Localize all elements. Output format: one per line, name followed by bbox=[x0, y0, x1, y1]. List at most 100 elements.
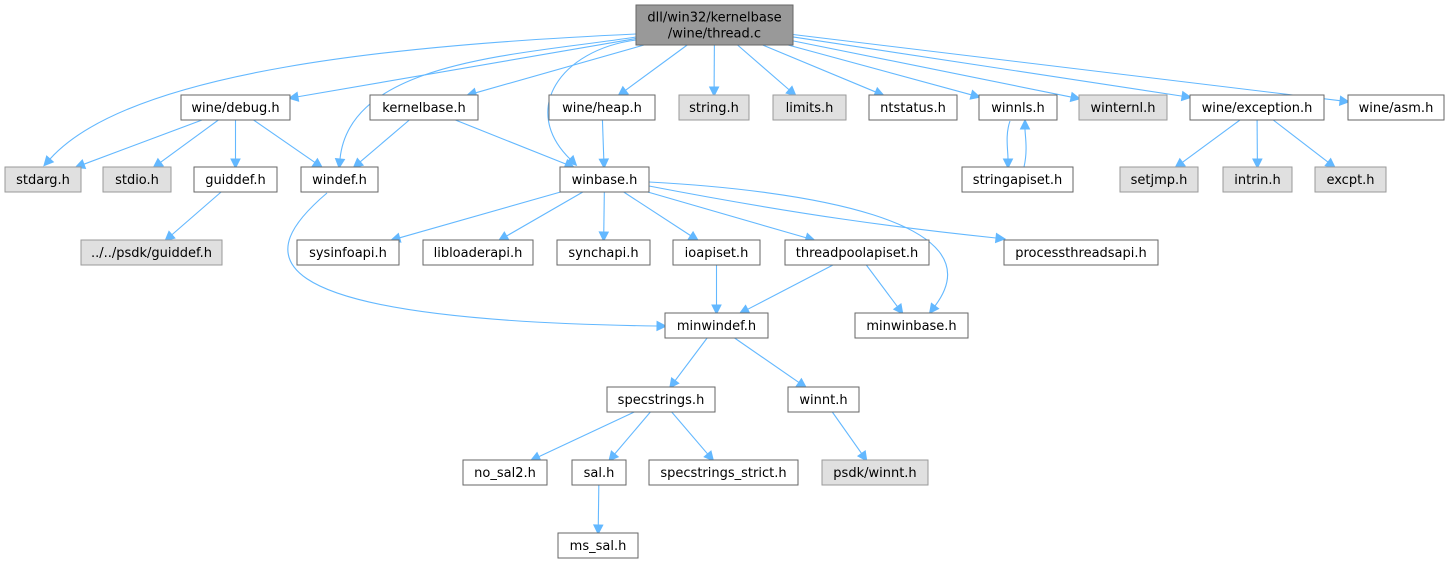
node-box bbox=[548, 94, 656, 121]
node-sal[interactable]: sal.h bbox=[571, 459, 627, 486]
node-stdio[interactable]: stdio.h bbox=[102, 166, 172, 193]
node-box bbox=[571, 459, 627, 486]
arrowhead-icon bbox=[287, 91, 300, 102]
node-wine-exception[interactable]: wine/exception.h bbox=[1189, 94, 1325, 121]
arrowhead-icon bbox=[738, 304, 751, 314]
edge-wine_exception-to-intrin bbox=[1252, 119, 1263, 170]
node-label: stringapiset.h bbox=[973, 173, 1062, 188]
node-wine-debug[interactable]: wine/debug.h bbox=[180, 94, 291, 121]
edge-guiddef-to-psdk_guiddef bbox=[164, 191, 222, 242]
node-specstrings[interactable]: specstrings.h bbox=[606, 386, 716, 413]
node-label: wine/debug.h bbox=[191, 101, 279, 116]
edge-stringapiset-to-winnls bbox=[1019, 118, 1031, 168]
node-winbase[interactable]: winbase.h bbox=[559, 166, 650, 193]
arrowhead-icon bbox=[43, 155, 55, 167]
node-excpt[interactable]: excpt.h bbox=[1314, 166, 1387, 193]
node-box bbox=[559, 166, 650, 193]
node-intrin[interactable]: intrin.h bbox=[1222, 166, 1293, 193]
edge-line bbox=[647, 191, 807, 239]
edge-winbase-to-minwinbase bbox=[648, 181, 949, 315]
edge-line bbox=[506, 191, 584, 237]
edge-kernelbase-to-winbase bbox=[455, 119, 576, 169]
node-libloaderapi[interactable]: libloaderapi.h bbox=[422, 239, 534, 266]
edge-line bbox=[297, 37, 637, 98]
node-label: minwindef.h bbox=[677, 319, 756, 334]
arrowhead-icon bbox=[669, 377, 680, 389]
edge-root-to-wine_asm bbox=[792, 33, 1351, 106]
edge-wine_debug-to-stdio bbox=[152, 119, 219, 169]
node-winnt[interactable]: winnt.h bbox=[787, 386, 860, 413]
node-wine-heap[interactable]: wine/heap.h bbox=[548, 94, 656, 121]
node-threadpoolapiset[interactable]: threadpoolapiset.h bbox=[784, 239, 930, 266]
node-winternl[interactable]: winternl.h bbox=[1078, 94, 1168, 121]
node-stringapiset[interactable]: stringapiset.h bbox=[961, 166, 1074, 193]
node-psdk-winnt[interactable]: psdk/winnt.h bbox=[821, 459, 929, 486]
arrowhead-icon bbox=[230, 158, 241, 170]
edge-line bbox=[625, 44, 688, 91]
node-label: stdarg.h bbox=[16, 173, 70, 188]
edge-line bbox=[792, 33, 1341, 102]
node-root[interactable]: dll/win32/kernelbase/wine/thread.c bbox=[635, 4, 794, 46]
node-winnls[interactable]: winnls.h bbox=[978, 94, 1058, 121]
edge-winbase-to-sysinfoapi bbox=[389, 191, 561, 243]
edge-sal-to-ms_sal bbox=[592, 484, 604, 536]
node-label: sysinfoapi.h bbox=[309, 246, 387, 261]
node-box bbox=[772, 94, 847, 121]
node-wine-asm[interactable]: wine/asm.h bbox=[1347, 94, 1445, 121]
edge-line bbox=[792, 36, 1183, 97]
edge-line bbox=[49, 33, 637, 160]
node-limits[interactable]: limits.h bbox=[772, 94, 847, 121]
arrowhead-icon bbox=[703, 450, 715, 462]
edge-line bbox=[287, 192, 658, 327]
node-psdk-guiddef[interactable]: ../../psdk/guiddef.h bbox=[80, 239, 223, 266]
edge-line bbox=[603, 191, 605, 233]
node-minwinbase[interactable]: minwinbase.h bbox=[854, 312, 969, 339]
node-minwindef[interactable]: minwindef.h bbox=[664, 312, 769, 339]
node-guiddef[interactable]: guiddef.h bbox=[193, 166, 278, 193]
node-label: libloaderapi.h bbox=[434, 246, 523, 261]
edge-line bbox=[648, 181, 949, 307]
node-processthreadsapi[interactable]: processthreadsapi.h bbox=[1003, 239, 1159, 266]
arrowhead-icon bbox=[656, 320, 668, 332]
node-label: stdio.h bbox=[115, 173, 159, 188]
node-box bbox=[1003, 239, 1159, 266]
node-stdarg[interactable]: stdarg.h bbox=[4, 166, 82, 193]
node-setjmp[interactable]: setjmp.h bbox=[1119, 166, 1199, 193]
node-specstrings-strict[interactable]: specstrings_strict.h bbox=[648, 459, 799, 486]
arrowhead-icon bbox=[708, 86, 720, 98]
node-box bbox=[635, 4, 794, 46]
edge-line bbox=[83, 119, 203, 165]
arrowhead-icon bbox=[1252, 158, 1263, 170]
node-windef[interactable]: windef.h bbox=[300, 166, 379, 193]
node-label: kernelbase.h bbox=[382, 101, 465, 116]
node-box bbox=[102, 166, 172, 193]
arrowhead-icon bbox=[785, 85, 797, 97]
node-box bbox=[422, 239, 534, 266]
node-box bbox=[868, 94, 958, 121]
edge-root-to-ntstatus bbox=[762, 44, 885, 97]
edge-windef-to-minwindef bbox=[287, 192, 668, 332]
arrowhead-icon bbox=[598, 231, 610, 243]
node-ntstatus[interactable]: ntstatus.h bbox=[868, 94, 958, 121]
arrowhead-icon bbox=[164, 230, 176, 242]
edge-line bbox=[648, 185, 997, 239]
node-box bbox=[180, 94, 291, 121]
node-no-sal2[interactable]: no_sal2.h bbox=[462, 459, 548, 486]
node-kernelbase[interactable]: kernelbase.h bbox=[369, 94, 479, 121]
node-label: winbase.h bbox=[572, 173, 638, 188]
node-string[interactable]: string.h bbox=[678, 94, 750, 121]
arrowhead-icon bbox=[994, 232, 1007, 244]
node-box bbox=[961, 166, 1074, 193]
node-sysinfoapi[interactable]: sysinfoapi.h bbox=[296, 239, 400, 266]
node-ms-sal[interactable]: ms_sal.h bbox=[557, 532, 639, 559]
node-label: winnt.h bbox=[799, 393, 847, 408]
node-synchapi[interactable]: synchapi.h bbox=[556, 239, 651, 266]
edge-line bbox=[762, 44, 876, 93]
node-label: excpt.h bbox=[1326, 173, 1374, 188]
edge-line bbox=[831, 411, 863, 454]
node-box bbox=[784, 239, 930, 266]
node-label: sal.h bbox=[584, 466, 615, 481]
arrowhead-icon bbox=[1174, 157, 1187, 169]
node-ioapiset[interactable]: ioapiset.h bbox=[672, 239, 761, 266]
node-label: /wine/thread.c bbox=[668, 27, 761, 42]
